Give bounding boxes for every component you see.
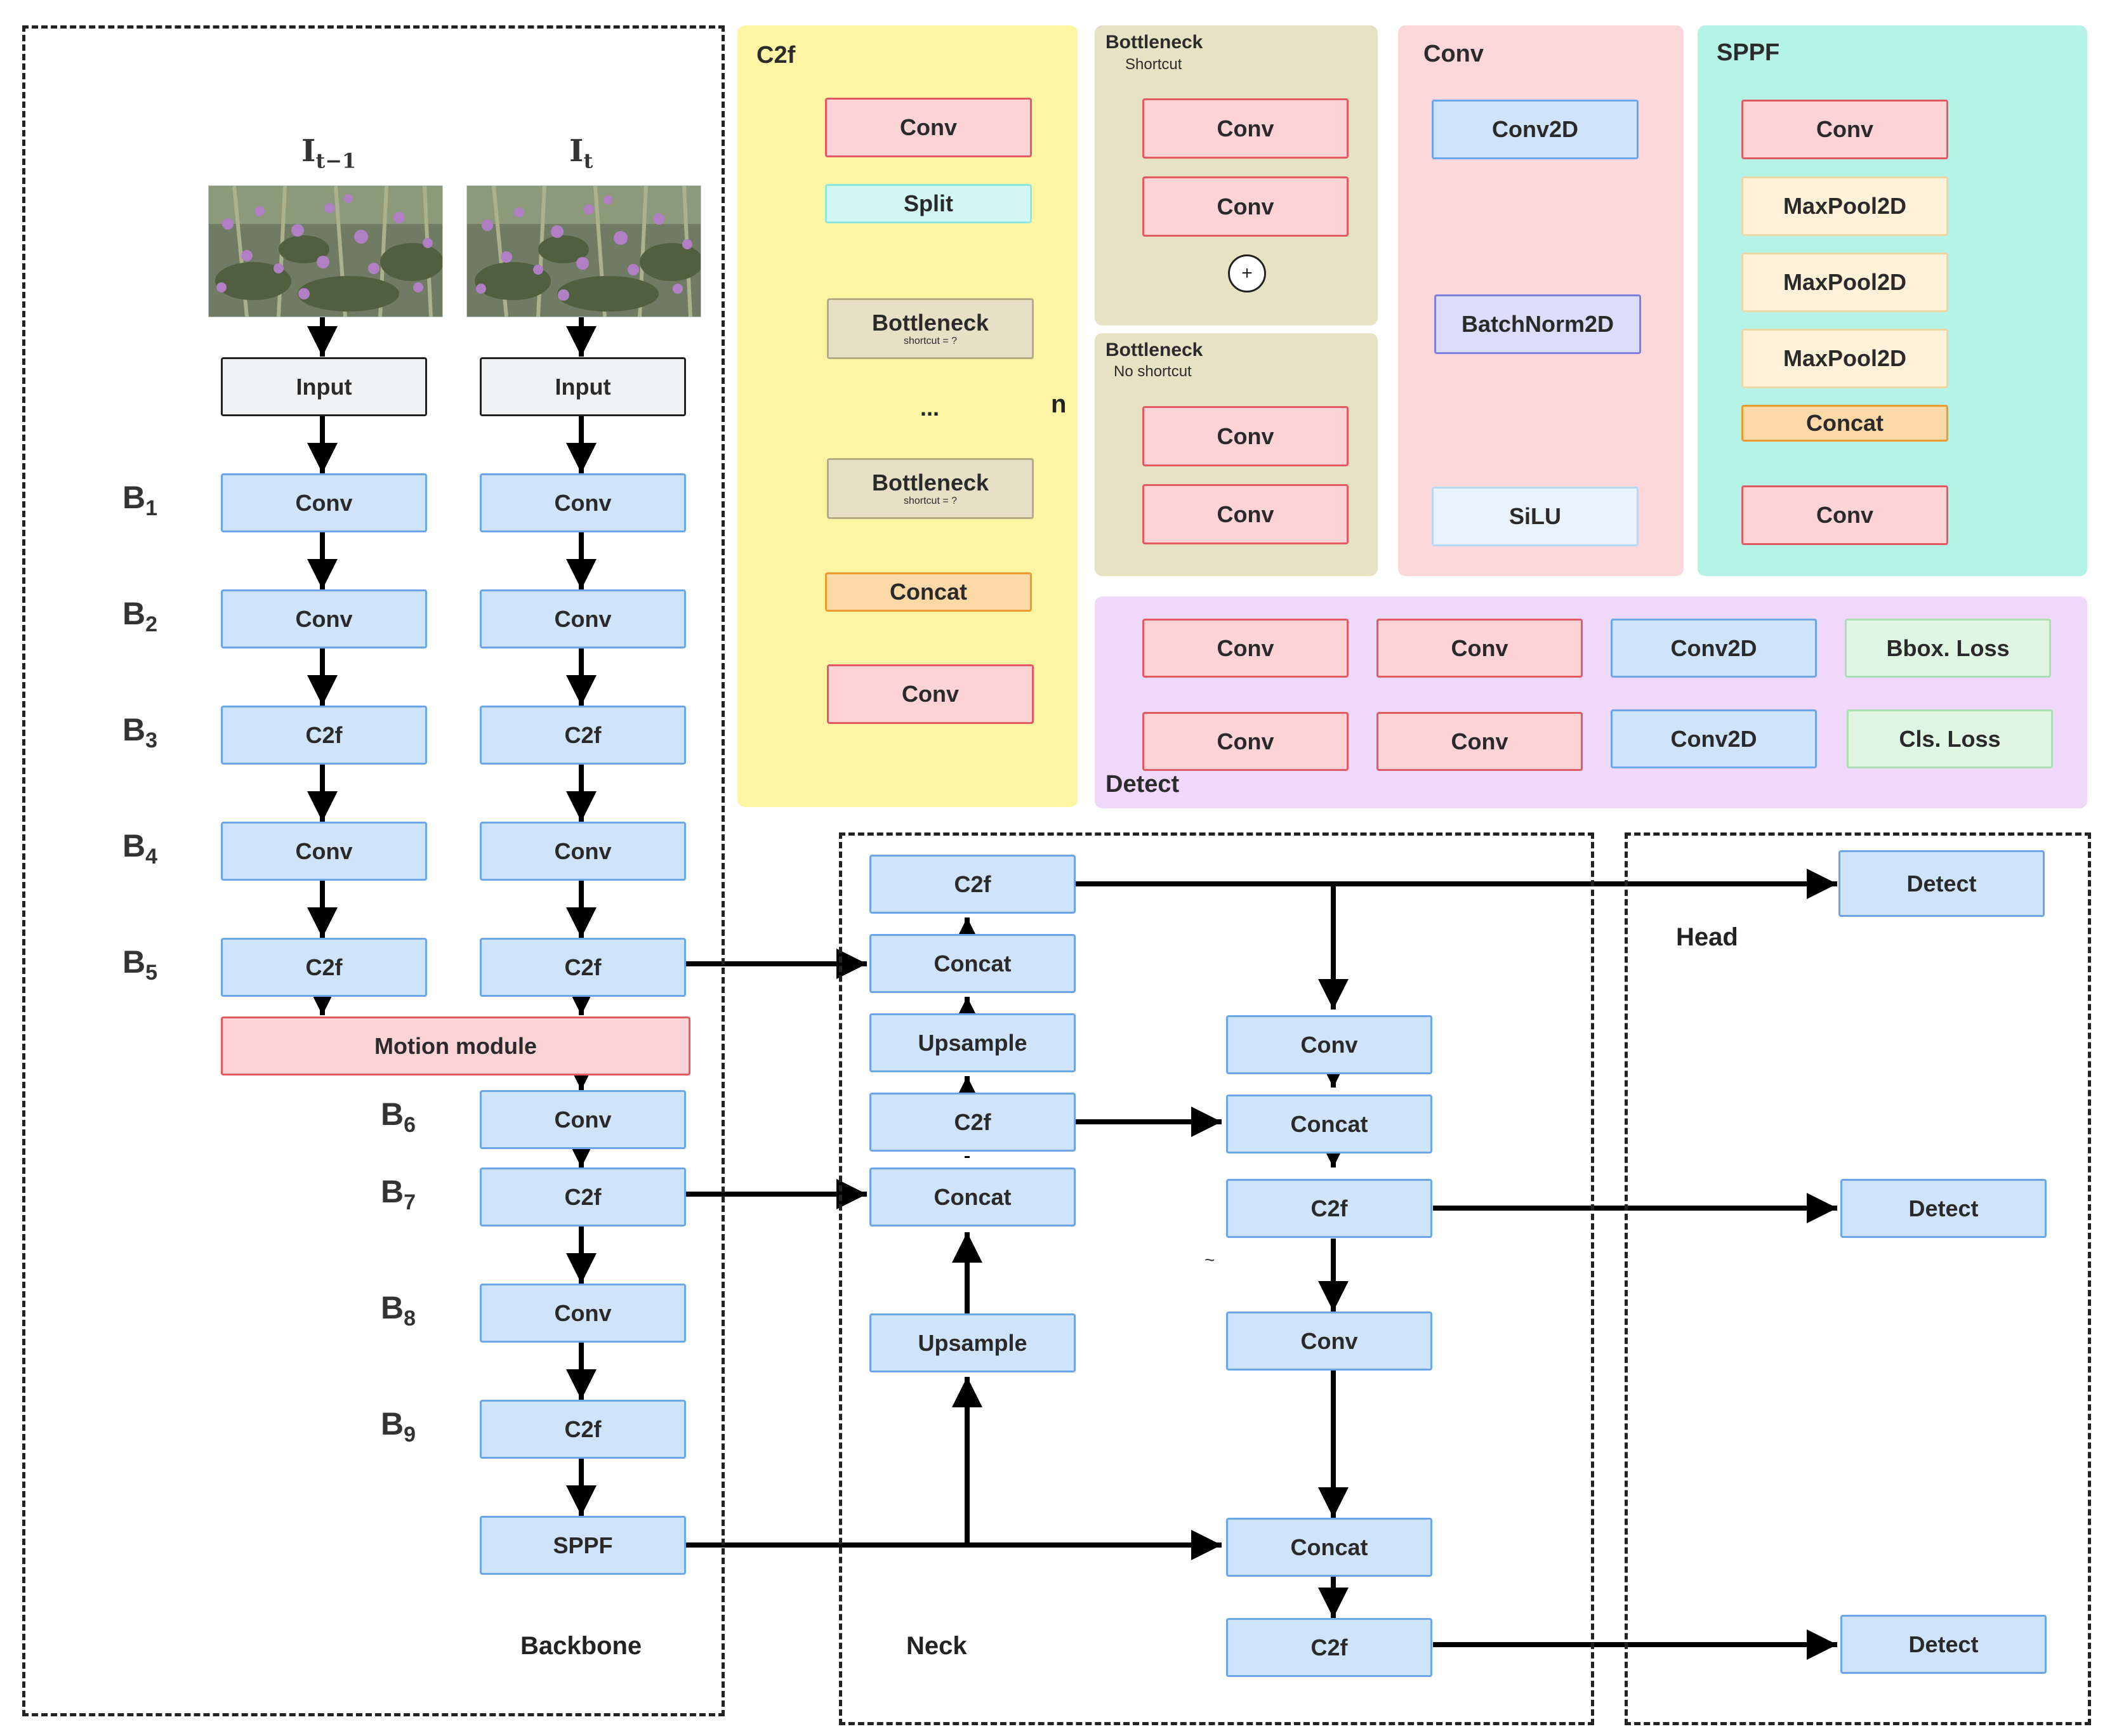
head-detect-2-block: Detect [1840, 1179, 2047, 1238]
neck-concat-a-block: Concat [869, 934, 1076, 993]
c2f-bottleneck-bottom-label: Bottleneck [871, 469, 989, 496]
stage-label-b5: B5 [122, 944, 158, 985]
input-prev-block: Input [221, 357, 427, 416]
detect-bbox-loss: Bbox. Loss [1845, 619, 2051, 678]
detect-row2-conv-2: Conv [1376, 712, 1583, 771]
c2f-bottleneck-top-label: Bottleneck [871, 309, 989, 336]
head-detect-3-block: Detect [1840, 1615, 2047, 1674]
detect-row1-conv-1: Conv [1142, 619, 1349, 678]
c2f-split-block: Split [825, 184, 1032, 223]
image-prev-label: It−1 [301, 133, 357, 173]
detect-row1-conv2d: Conv2D [1611, 619, 1817, 678]
c2f-ellipsis: ... [920, 395, 940, 421]
b3-left-block: C2f [221, 706, 427, 765]
c2f-bottleneck-top-block: Bottleneck shortcut = ? [827, 298, 1034, 359]
image-curr-label: It [569, 133, 593, 173]
stage-label-b4: B4 [122, 828, 158, 869]
frame-prev-image [208, 185, 443, 317]
stray-mark: ~ [1204, 1250, 1215, 1270]
neck-c2f-mid-block: C2f [869, 1093, 1076, 1152]
c2f-bottleneck-top-note: shortcut = ? [903, 335, 958, 346]
b2-right-block: Conv [480, 589, 686, 648]
neck-c2f-c-block: C2f [1226, 1179, 1432, 1238]
bottleneck-noshortcut-conv-2: Conv [1142, 484, 1349, 544]
bottleneck-noshortcut-note: No shortcut [1114, 363, 1192, 380]
backbone-label: Backbone [520, 1632, 642, 1660]
b5-right-block: C2f [480, 938, 686, 997]
neck-frame [839, 832, 1594, 1725]
sppf-conv-bottom: Conv [1741, 485, 1948, 545]
sppf-concat: Concat [1741, 405, 1948, 442]
c2f-conv-bottom-block: Conv [827, 664, 1034, 724]
neck-conv-a-block: Conv [1226, 1015, 1432, 1074]
neck-c2f-d-block: C2f [1226, 1618, 1432, 1677]
stage-label-b2: B2 [122, 596, 158, 636]
bottleneck-noshortcut-title: Bottleneck [1105, 339, 1203, 360]
c2f-concat-block: Concat [825, 572, 1032, 612]
detect-row2-conv2d: Conv2D [1611, 709, 1817, 768]
neck-upsample-a-block: Upsample [869, 1013, 1076, 1072]
neck-concat-b-block: Concat [869, 1167, 1076, 1226]
detect-row2-conv-1: Conv [1142, 712, 1349, 771]
motion-module-block: Motion module [221, 1016, 690, 1075]
b8-block: Conv [480, 1284, 686, 1343]
neck-upsample-b-block: Upsample [869, 1313, 1076, 1372]
detect-panel-title: Detect [1105, 771, 1180, 798]
head-label: Head [1676, 923, 1738, 951]
bottleneck-shortcut-note: Shortcut [1125, 56, 1182, 73]
b1-right-block: Conv [480, 473, 686, 532]
neck-c2f-top-block: C2f [869, 855, 1076, 914]
input-curr-block: Input [480, 357, 686, 416]
c2f-bottleneck-bottom-block: Bottleneck shortcut = ? [827, 458, 1034, 519]
sppf-maxpool-3: MaxPool2D [1741, 329, 1948, 388]
b2-left-block: Conv [221, 589, 427, 648]
stage-label-b1: B1 [122, 480, 158, 520]
neck-label: Neck [906, 1632, 967, 1660]
backbone-frame [22, 25, 725, 1716]
conv-panel-batchnorm: BatchNorm2D [1434, 294, 1641, 354]
c2f-n-label: n [1051, 390, 1067, 418]
frame-curr-image [466, 185, 701, 317]
c2f-conv-top-block: Conv [825, 98, 1032, 157]
add-icon: + [1228, 254, 1266, 293]
b7-block: C2f [480, 1167, 686, 1226]
sppf-maxpool-2: MaxPool2D [1741, 253, 1948, 312]
head-detect-1-block: Detect [1838, 850, 2045, 917]
stage-label-b3: B3 [122, 712, 158, 753]
stage-label-b6: B6 [381, 1096, 416, 1137]
b4-left-block: Conv [221, 822, 427, 881]
neck-concat-c-block: Concat [1226, 1095, 1432, 1154]
bottleneck-noshortcut-conv-1: Conv [1142, 406, 1349, 466]
b9-block: C2f [480, 1400, 686, 1459]
b1-left-block: Conv [221, 473, 427, 532]
sppf-conv-top: Conv [1741, 100, 1948, 159]
c2f-panel-title: C2f [756, 42, 796, 69]
conv-panel-silu: SiLU [1432, 487, 1639, 546]
stage-label-b9: B9 [381, 1406, 416, 1447]
c2f-bottleneck-bottom-note: shortcut = ? [903, 495, 958, 506]
conv-panel-title: Conv [1423, 41, 1484, 67]
detect-cls-loss: Cls. Loss [1847, 709, 2053, 768]
stage-label-b7: B7 [381, 1174, 416, 1214]
detect-row1-conv-2: Conv [1376, 619, 1583, 678]
neck-conv-b-block: Conv [1226, 1312, 1432, 1371]
bottleneck-shortcut-title: Bottleneck [1105, 32, 1203, 53]
head-frame [1625, 832, 2091, 1725]
bottleneck-shortcut-conv-1: Conv [1142, 98, 1349, 159]
b6-block: Conv [480, 1090, 686, 1149]
neck-concat-d-block: Concat [1226, 1518, 1432, 1577]
b3-right-block: C2f [480, 706, 686, 765]
b4-right-block: Conv [480, 822, 686, 881]
conv-panel-conv2d: Conv2D [1432, 100, 1639, 159]
sppf-block: SPPF [480, 1516, 686, 1575]
bottleneck-shortcut-conv-2: Conv [1142, 176, 1349, 237]
sppf-maxpool-1: MaxPool2D [1741, 176, 1948, 236]
b5-left-block: C2f [221, 938, 427, 997]
stage-label-b8: B8 [381, 1290, 416, 1331]
sppf-panel-title: SPPF [1717, 39, 1780, 66]
